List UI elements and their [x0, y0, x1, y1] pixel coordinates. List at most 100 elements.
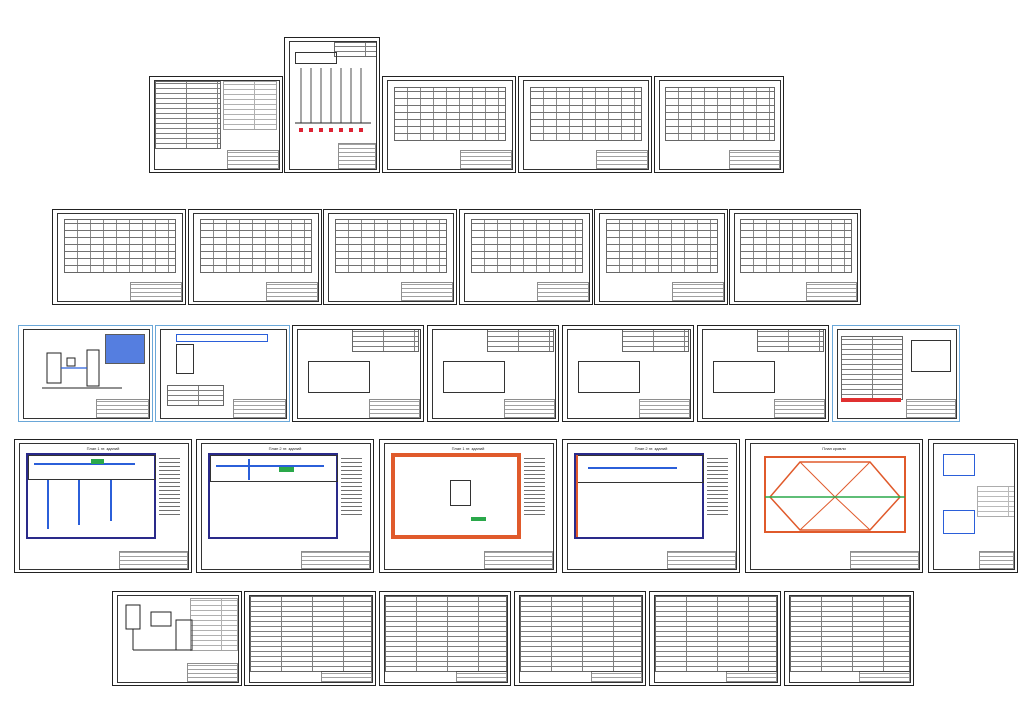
sheet-frame [519, 595, 643, 683]
notes-text [189, 597, 238, 651]
floor-plan [207, 453, 339, 540]
sheet-panel-scheme-5[interactable] [697, 325, 829, 422]
sheet-frame [23, 329, 150, 419]
feeder-lines [295, 68, 371, 132]
sheet-frame [19, 443, 189, 570]
room-row [209, 455, 339, 482]
sheet-frame [384, 595, 508, 683]
panel-header-table [486, 328, 554, 352]
title-block [233, 398, 286, 418]
sheet-cable-table-8[interactable] [594, 209, 728, 305]
sheet-specification-4[interactable] [649, 591, 781, 686]
title-block [129, 282, 182, 301]
sheet-frame [384, 443, 554, 570]
sheet-general-notes[interactable] [149, 76, 283, 173]
sheet-grounding-diagram[interactable] [18, 325, 153, 422]
cable-route [33, 463, 136, 466]
sheet-cable-table-4[interactable] [52, 209, 186, 305]
title-block [400, 282, 453, 301]
cable-table [63, 219, 177, 274]
red-highlight-row [841, 398, 901, 402]
floor-plan [25, 453, 157, 540]
sheet-roof-plan[interactable]: План кровли [745, 439, 923, 573]
sheet-frame [933, 443, 1015, 570]
sheet-panel-scheme-2[interactable] [292, 325, 424, 422]
sheet-frame [523, 80, 649, 170]
sheet-specification-1[interactable] [244, 591, 376, 686]
panel-marker [279, 467, 295, 473]
sheet-floor-plan-3[interactable]: План 1 эт. зданий [379, 439, 557, 573]
cable-table [529, 86, 643, 141]
cable-table [665, 86, 775, 141]
sheet-cable-table-1[interactable] [382, 76, 516, 173]
sheet-frame [387, 80, 513, 170]
spec-table [790, 595, 910, 673]
sheet-frame [789, 595, 911, 683]
cable-table [199, 219, 313, 274]
sheet-single-line-diagram[interactable] [284, 37, 380, 173]
sheet-specification-2[interactable] [379, 591, 511, 686]
spec-table [385, 595, 507, 673]
sheet-floor-plan-1[interactable]: План 1 эт. зданий [14, 439, 192, 573]
title-block [773, 398, 825, 418]
spec-table [840, 335, 904, 401]
title-block [368, 398, 420, 418]
sheet-panel-scheme-4[interactable] [562, 325, 694, 422]
cable-table [393, 86, 507, 141]
ground-loop [517, 455, 520, 538]
sheet-details[interactable] [928, 439, 1018, 573]
sheet-cable-table-2[interactable] [518, 76, 652, 173]
cable-table [605, 219, 719, 274]
sheet-floor-plan-2[interactable]: План 2 эт. зданий [196, 439, 374, 573]
sheet-frame [193, 213, 319, 302]
sheet-cable-table-7[interactable] [459, 209, 593, 305]
detail-sketch [911, 340, 951, 372]
sheet-floor-plan-4[interactable]: План 2 эт. зданий [562, 439, 740, 573]
cable-table [334, 219, 448, 274]
spec-table [250, 595, 372, 673]
ground-loop [392, 455, 520, 458]
title-block [484, 551, 553, 569]
title-block [226, 149, 279, 169]
sheet-frame [160, 329, 287, 419]
sheet-frame [734, 213, 858, 302]
title-block [595, 149, 648, 169]
panel-diagram [578, 361, 640, 393]
room-core [449, 479, 471, 507]
detail-2 [943, 510, 975, 534]
panel-diagram [713, 361, 775, 393]
sheet-ground-scheme[interactable] [112, 591, 242, 686]
sheet-cable-table-3[interactable] [654, 76, 784, 173]
title-block [667, 551, 736, 569]
title-block [187, 663, 238, 682]
sheet-frame [117, 595, 239, 683]
sheet-panel-scheme-1[interactable] [155, 325, 290, 422]
panel-diagram [308, 361, 370, 393]
sheet-frame [57, 213, 183, 302]
legend-table [105, 333, 145, 365]
title-block [978, 551, 1014, 569]
sheet-cable-table-9[interactable] [729, 209, 861, 305]
sheet-panel-spec[interactable] [832, 325, 960, 422]
title-block [503, 398, 555, 418]
sheet-specification-3[interactable] [514, 591, 646, 686]
cable-table [470, 219, 584, 274]
title-block [536, 282, 589, 301]
plan-title: План 1 эт. зданий [451, 446, 485, 451]
notes-text-block [222, 80, 278, 131]
plan-title: План 2 эт. зданий [634, 446, 668, 451]
panel-marker [471, 516, 487, 521]
sheet-cable-table-5[interactable] [188, 209, 322, 305]
sheet-cable-table-6[interactable] [323, 209, 457, 305]
sheet-specification-5[interactable] [784, 591, 914, 686]
sheet-frame [154, 80, 280, 170]
panel-bus [176, 334, 268, 342]
sheet-frame [837, 329, 957, 419]
sheet-panel-scheme-3[interactable] [427, 325, 559, 422]
ground-loop [392, 535, 520, 538]
cable-route [588, 466, 677, 469]
plan-title: План 2 эт. зданий [268, 446, 302, 451]
title-block [119, 551, 188, 569]
switchboard-box [295, 52, 337, 64]
title-block [338, 142, 376, 169]
